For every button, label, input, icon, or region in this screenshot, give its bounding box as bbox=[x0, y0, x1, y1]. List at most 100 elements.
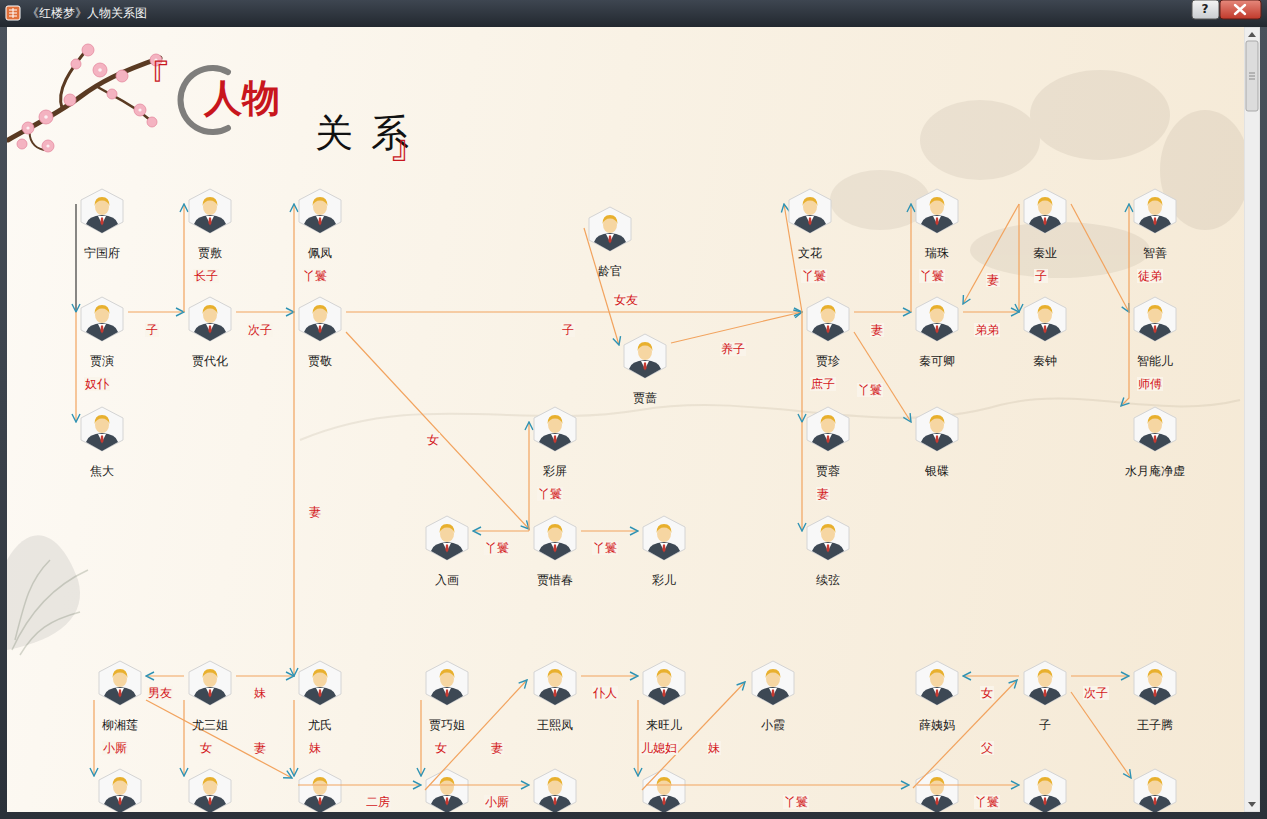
partial-relation-lines bbox=[94, 680, 1131, 790]
relation-connector bbox=[801, 422, 802, 531]
person-node: 贾敷 bbox=[184, 188, 236, 260]
avatar-icon bbox=[298, 188, 342, 234]
person-name: 贾蔷 bbox=[633, 391, 657, 405]
person-name: 秦可卿 bbox=[919, 354, 955, 368]
relation-connector bbox=[801, 312, 802, 422]
avatar-icon bbox=[806, 296, 850, 342]
person-node: 智能儿 bbox=[1129, 296, 1181, 368]
person-node: 尤氏 bbox=[294, 660, 346, 732]
relation-label: 次子 bbox=[247, 323, 273, 337]
relation-connector bbox=[236, 311, 294, 312]
relation-label: 女友 bbox=[613, 293, 639, 307]
relation-connector bbox=[75, 312, 76, 422]
person-name: 智善 bbox=[1143, 246, 1167, 260]
relation-connector bbox=[183, 204, 184, 312]
relation-connector bbox=[1121, 312, 1129, 406]
avatar-icon bbox=[806, 406, 850, 452]
relation-connector bbox=[128, 311, 184, 312]
relation-connector bbox=[75, 204, 76, 312]
relation-label: 妹 bbox=[707, 741, 721, 755]
orchid-leaves bbox=[12, 560, 88, 655]
person-name: 彩儿 bbox=[652, 573, 676, 587]
avatar-icon bbox=[1133, 188, 1177, 234]
person-node: 王子腾 bbox=[1129, 660, 1181, 732]
person-node: 小霞 bbox=[747, 660, 799, 732]
person-name: 彩屏 bbox=[543, 464, 567, 478]
relation-connector bbox=[346, 311, 802, 312]
relation-label: 次子 bbox=[1083, 686, 1109, 700]
person-name: 秦业 bbox=[1033, 246, 1057, 260]
avatar-icon bbox=[188, 296, 232, 342]
scrollbar bbox=[1244, 27, 1260, 812]
avatar-icon bbox=[1023, 660, 1067, 706]
avatar-icon bbox=[98, 660, 142, 706]
relation-label: 子 bbox=[1034, 269, 1048, 283]
person-name: 续弦 bbox=[816, 573, 840, 587]
app-icon-mark bbox=[9, 8, 17, 18]
relation-label: 丫鬟 bbox=[857, 383, 883, 397]
avatar-icon bbox=[623, 333, 667, 379]
avatar-icon bbox=[298, 296, 342, 342]
relation-label: 丫鬟 bbox=[302, 269, 328, 283]
relation-label: 小厮 bbox=[102, 741, 128, 755]
person-name: 佩凤 bbox=[308, 246, 332, 260]
canvas-panel: 宁国府贾敷佩凤龄官文花瑞珠秦业智善贾演贾代化贾敬贾蔷贾珍秦可卿秦钟智能儿焦大彩屏… bbox=[7, 27, 1260, 812]
relation-connector bbox=[528, 422, 529, 531]
ink-rock bbox=[7, 535, 80, 650]
title-bar-chrome bbox=[0, 0, 1267, 27]
avatar-icon bbox=[915, 660, 959, 706]
relation-connector bbox=[293, 204, 294, 312]
node-layer: 宁国府贾敷佩凤龄官文花瑞珠秦业智善贾演贾代化贾敬贾蔷贾珍秦可卿秦钟智能儿焦大彩屏… bbox=[7, 27, 1260, 812]
help-button bbox=[1192, 0, 1219, 19]
person-node: 银碟 bbox=[911, 406, 963, 478]
relation-connector bbox=[473, 530, 529, 531]
person-name: 瑞珠 bbox=[925, 246, 949, 260]
relation-label: 二房 bbox=[365, 795, 391, 809]
avatar-icon bbox=[915, 296, 959, 342]
relation-label: 妻 bbox=[308, 505, 322, 519]
relation-label: 妻 bbox=[253, 741, 267, 755]
person-name: 薛姨妈 bbox=[919, 718, 955, 732]
person-node: 彩屏 bbox=[529, 406, 581, 478]
avatar-icon bbox=[533, 515, 577, 561]
person-node: 龄官 bbox=[584, 206, 636, 278]
relation-label: 女 bbox=[426, 433, 440, 447]
relation-label: 妹 bbox=[308, 741, 322, 755]
person-name: 智能儿 bbox=[1137, 354, 1173, 368]
relation-label: 小厮 bbox=[484, 795, 510, 809]
relation-label: 养子 bbox=[720, 342, 746, 356]
person-name: 贾敷 bbox=[198, 246, 222, 260]
relation-connector bbox=[963, 675, 1019, 676]
relation-label: 丫鬟 bbox=[484, 541, 510, 555]
person-name: 贾珍 bbox=[816, 354, 840, 368]
person-name: 贾蓉 bbox=[816, 464, 840, 478]
person-name: 宁国府 bbox=[84, 246, 120, 260]
person-name: 来旺儿 bbox=[646, 718, 682, 732]
person-node: 焦大 bbox=[76, 406, 128, 478]
person-node: 贾敬 bbox=[294, 296, 346, 368]
relation-label: 妻 bbox=[870, 323, 884, 337]
relation-label: 庶子 bbox=[810, 377, 836, 391]
person-node: 贾蓉 bbox=[802, 406, 854, 478]
avatar-icon bbox=[915, 406, 959, 452]
person-node: 秦钟 bbox=[1019, 296, 1071, 368]
person-node: 贾巧姐 bbox=[421, 660, 473, 732]
avatar-icon bbox=[533, 406, 577, 452]
avatar-icon bbox=[425, 515, 469, 561]
relation-connector bbox=[293, 312, 294, 676]
person-node: 佩凤 bbox=[294, 188, 346, 260]
avatar-icon bbox=[1133, 406, 1177, 452]
close-button bbox=[1220, 0, 1261, 19]
person-name: 子 bbox=[1039, 718, 1051, 732]
avatar-icon bbox=[80, 406, 124, 452]
person-name: 龄官 bbox=[598, 264, 622, 278]
relation-connector bbox=[581, 675, 638, 676]
person-name: 贾巧姐 bbox=[429, 718, 465, 732]
avatar-icon bbox=[588, 206, 632, 252]
person-node: 宁国府 bbox=[76, 188, 128, 260]
person-node: 智善 bbox=[1129, 188, 1181, 260]
avatar-icon bbox=[188, 660, 232, 706]
title-bar: 《红楼梦》人物关系图 bbox=[0, 0, 1267, 27]
person-name: 柳湘莲 bbox=[102, 718, 138, 732]
